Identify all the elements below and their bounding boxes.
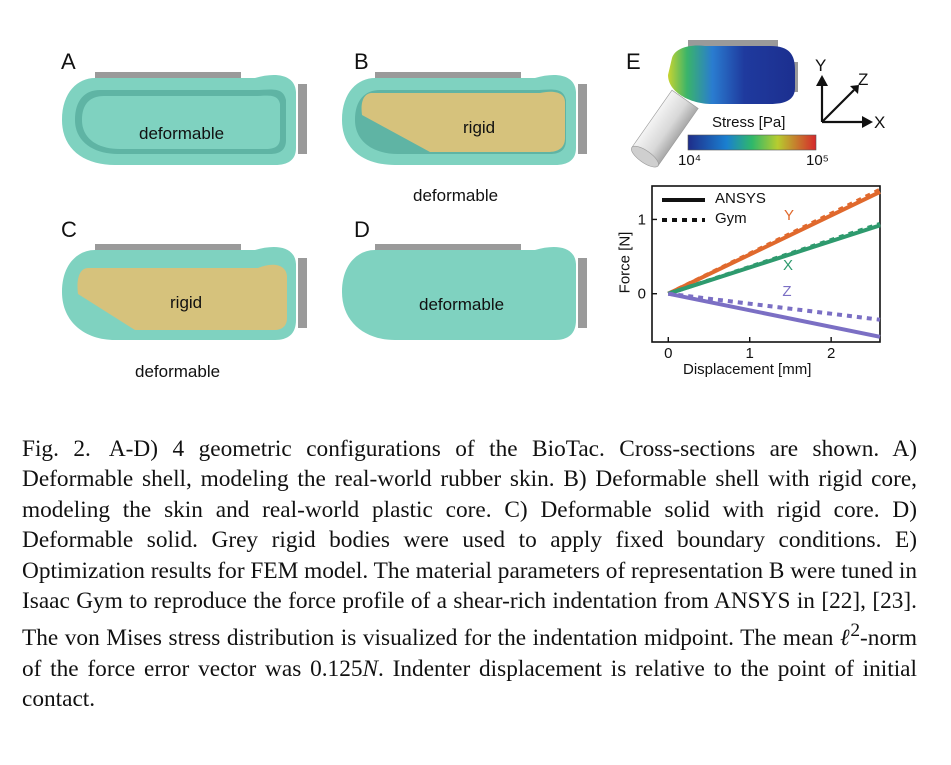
series-label: Z [782,283,791,300]
stress-colorbar [687,134,817,151]
caption-text-2: -norm of the force error vector was [22,625,917,682]
rigid-bar-top [95,72,241,81]
panel-d-label: deformable [419,295,505,314]
panel-b-core-label: rigid [463,118,496,137]
x-tick-label: 1 [746,345,754,362]
force-displacement-chart: 0 1 2 0 1 Y XZ [638,185,881,362]
rigid-bar-top [375,72,521,81]
indenter-cylinder [631,89,699,168]
series-line-gym [667,221,881,296]
panel-letter-e: E [626,49,641,74]
rigid-bar-top [688,40,778,48]
rigid-bar-right [298,84,307,154]
colorbar-max-label: 10⁵ [806,152,829,169]
legend-label-gym: Gym [715,210,747,227]
panel-b-outer-label: deformable [413,186,499,205]
series-line-ansys [667,291,881,339]
rigid-bar-right [578,258,587,328]
axis-x-label: X [874,113,886,132]
panel-a-shape [62,72,307,165]
caption-text-3: . Indenter displacement is relative to t… [22,655,917,713]
panel-d-shape [342,244,587,340]
series-line-ansys [667,190,881,296]
rigid-bar-right [578,84,587,154]
axis-triad [816,75,873,128]
panel-letter-b: B [354,49,369,74]
caption-value: 0.125 [310,655,363,682]
panel-b-shape [342,72,587,165]
colorbar-title: Stress [Pa] [712,114,786,131]
panel-a-label: deformable [139,124,225,143]
series-label: X [783,257,793,274]
figure-caption: Fig. 2.A-D) 4 geometric configurations o… [22,434,917,714]
panel-letter-c: C [61,217,77,242]
caption-ell-symbol: ℓ [839,625,851,652]
chart-ylabel: Force [N] [616,231,634,294]
panel-c-core-label: rigid [170,293,203,312]
colorbar-min-label: 10⁴ [678,152,702,169]
panel-letter-a: A [61,49,76,74]
x-tick-label: 0 [664,345,672,362]
stress-render [631,40,798,168]
axis-y-label: Y [815,56,827,75]
caption-superscript: 2 [850,620,861,642]
axis-z-label: Z [858,70,869,89]
rigid-bar-top [95,244,241,253]
series-label: Y [784,207,794,224]
chart-xlabel: Displacement [mm] [683,361,812,378]
x-tick-label: 2 [827,345,835,362]
rigid-bar-top [375,244,521,253]
panel-c-shape [62,244,307,340]
plot-frame [651,185,881,343]
y-tick-label: 1 [638,211,646,228]
caption-unit: N [362,655,379,682]
caption-figure-label: Fig. 2. [22,436,91,462]
panel-letter-d: D [354,217,370,242]
rigid-bar-right [298,258,307,328]
caption-text-1: A-D) 4 geometric configurations of the B… [22,436,917,652]
panel-c-outer-label: deformable [135,362,221,381]
legend-label-ansys: ANSYS [715,190,766,207]
y-tick-label: 0 [638,286,646,303]
